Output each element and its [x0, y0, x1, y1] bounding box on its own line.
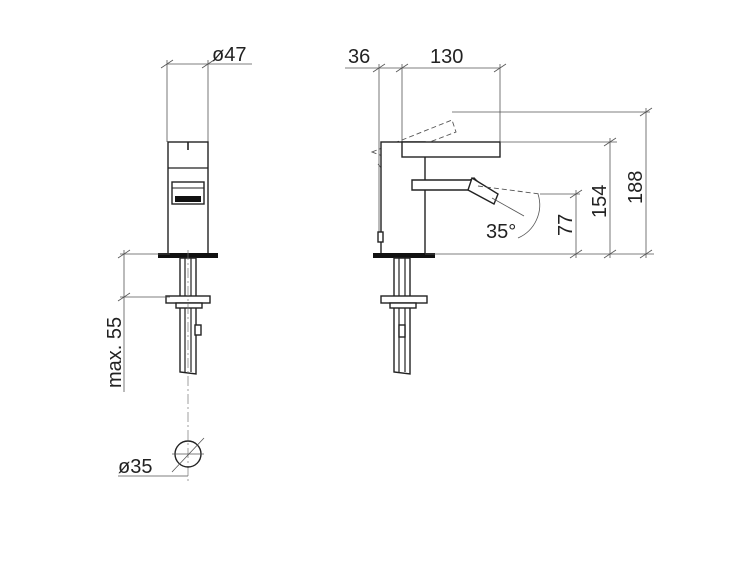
- max-depth-label: max. 55: [104, 317, 126, 388]
- front-view: ø47 max. 55 ø35: [104, 44, 252, 482]
- hole-diameter-label: ø35: [118, 456, 152, 478]
- side-fitting: [398, 324, 406, 338]
- side-base-plate: [373, 253, 435, 258]
- side-spout-nozzle: [467, 176, 499, 205]
- front-washer: [175, 302, 203, 309]
- lever-offset-label: 36: [348, 46, 370, 68]
- side-body: [380, 141, 426, 255]
- side-view: 36 130 35°: [345, 46, 654, 375]
- side-pop-up-rod: [377, 231, 384, 243]
- side-shank: [393, 257, 411, 375]
- front-fitting: [194, 324, 202, 336]
- side-mounting-nut: [380, 295, 428, 304]
- total-height-label: 188: [625, 171, 647, 204]
- side-washer: [389, 302, 417, 309]
- spout-reach-label: 130: [430, 46, 463, 68]
- spout-height-label: 77: [555, 214, 577, 236]
- body-height-label: 154: [589, 185, 611, 218]
- side-lever: [401, 141, 501, 158]
- top-diameter-label: ø47: [212, 44, 246, 66]
- swivel-angle-label: 35°: [486, 221, 516, 243]
- front-aerator: [175, 196, 201, 202]
